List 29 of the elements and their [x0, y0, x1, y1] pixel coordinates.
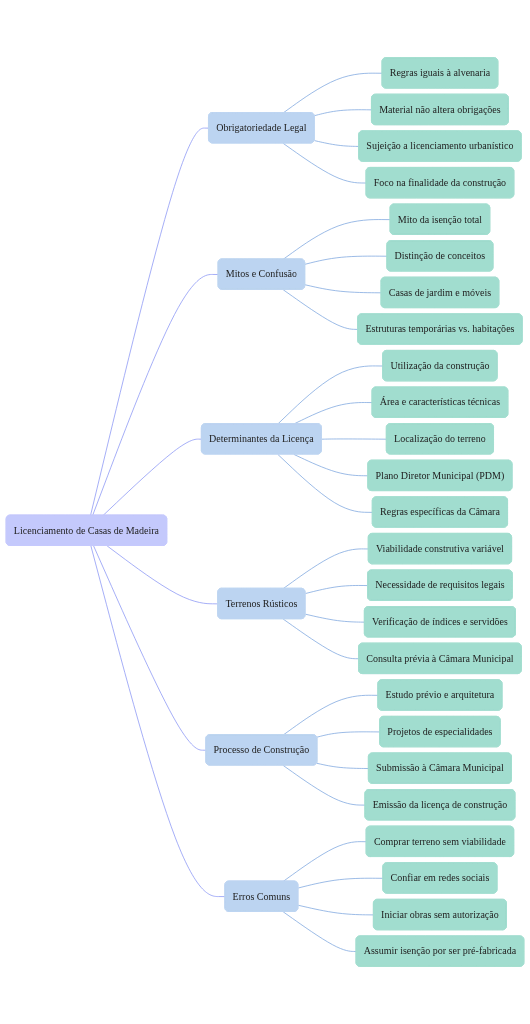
- connector: [282, 694, 379, 736]
- connector: [282, 289, 359, 330]
- connector: [92, 274, 219, 516]
- connector: [297, 904, 375, 916]
- connector: [102, 438, 203, 516]
- connector: [277, 365, 384, 425]
- connector: [293, 454, 369, 477]
- connector: [316, 762, 370, 769]
- connector: [314, 140, 360, 147]
- connector: [305, 585, 369, 594]
- connector: [282, 841, 367, 882]
- connector: [282, 911, 357, 952]
- connector: [282, 618, 360, 660]
- connector: [282, 142, 367, 184]
- connector: [304, 255, 388, 265]
- connector: [282, 548, 370, 590]
- connector: [106, 545, 219, 605]
- connector: [277, 454, 374, 513]
- connector: [90, 127, 210, 516]
- connector: [90, 545, 226, 897]
- connector: [316, 731, 381, 738]
- connector: [321, 438, 388, 440]
- connector: [93, 545, 207, 751]
- connector: [282, 72, 383, 114]
- connector: [305, 613, 366, 623]
- connector: [297, 877, 384, 889]
- connector: [304, 284, 382, 294]
- connector: [314, 109, 373, 117]
- connector: [282, 765, 366, 806]
